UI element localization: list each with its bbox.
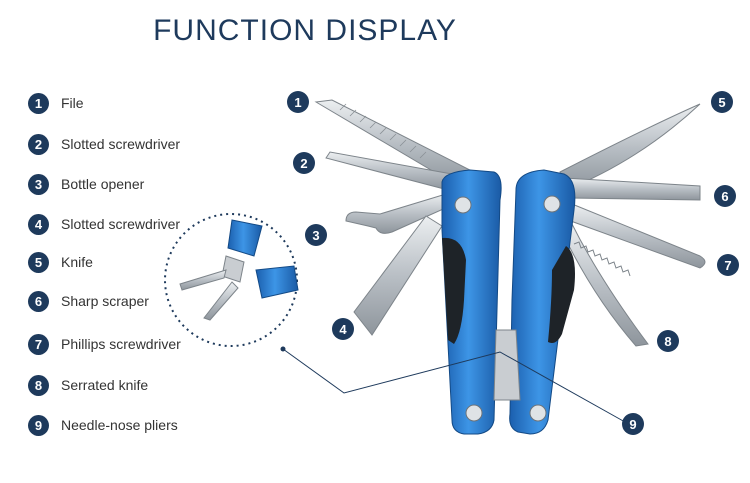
number-badge-icon: 6 bbox=[714, 185, 736, 207]
legend-item-sharp-scraper: 6 Sharp scraper bbox=[28, 289, 149, 313]
legend-item-file: 1 File bbox=[28, 91, 84, 115]
number-badge-icon: 5 bbox=[28, 251, 49, 273]
legend-item-slotted-screwdriver: 2 Slotted screwdriver bbox=[28, 132, 180, 156]
right-handle bbox=[509, 169, 576, 435]
number-badge-icon: 5 bbox=[711, 91, 733, 113]
knife-blade bbox=[559, 103, 701, 191]
callout-5: 5 bbox=[711, 91, 733, 113]
slotted-screwdriver-blade-2 bbox=[353, 215, 443, 336]
legend-label: Serrated knife bbox=[61, 377, 149, 393]
callout-3: 3 bbox=[305, 224, 327, 246]
leader-line bbox=[282, 348, 626, 423]
serrated-knife-blade bbox=[565, 222, 649, 347]
callout-6: 6 bbox=[714, 185, 736, 207]
legend-label: Needle-nose pliers bbox=[61, 417, 178, 433]
pliers-inset-illustration bbox=[164, 213, 299, 347]
legend-item-bottle-opener: 3 Bottle opener bbox=[28, 172, 144, 196]
phillips-screwdriver-blade bbox=[567, 203, 706, 269]
number-badge-icon: 2 bbox=[28, 133, 49, 155]
number-badge-icon: 2 bbox=[293, 152, 315, 174]
sharp-scraper-blade bbox=[563, 177, 701, 201]
callout-9: 9 bbox=[622, 413, 644, 435]
slotted-screwdriver-blade bbox=[325, 151, 453, 191]
callout-1: 1 bbox=[287, 91, 309, 113]
callout-2: 2 bbox=[293, 152, 315, 174]
number-badge-icon: 4 bbox=[28, 213, 49, 235]
legend-label: Sharp scraper bbox=[61, 293, 149, 309]
number-badge-icon: 3 bbox=[28, 173, 49, 195]
number-badge-icon: 8 bbox=[28, 374, 49, 396]
callout-7: 7 bbox=[717, 254, 739, 276]
number-badge-icon: 9 bbox=[28, 414, 49, 436]
number-badge-icon: 6 bbox=[28, 290, 49, 312]
number-badge-icon: 7 bbox=[28, 333, 49, 355]
page-title: FUNCTION DISPLAY bbox=[153, 14, 457, 47]
legend-label: Phillips screwdriver bbox=[61, 336, 181, 352]
file-blade bbox=[314, 99, 471, 187]
number-badge-icon: 1 bbox=[28, 92, 49, 114]
number-badge-icon: 7 bbox=[717, 254, 739, 276]
callout-8: 8 bbox=[657, 330, 679, 352]
number-badge-icon: 8 bbox=[657, 330, 679, 352]
leader-dot bbox=[280, 346, 286, 352]
legend-item-needle-nose-pliers: 9 Needle-nose pliers bbox=[28, 413, 178, 437]
bottle-opener-blade bbox=[345, 193, 451, 234]
number-badge-icon: 4 bbox=[332, 318, 354, 340]
legend-label: File bbox=[61, 95, 84, 111]
number-badge-icon: 1 bbox=[287, 91, 309, 113]
legend-item-serrated-knife: 8 Serrated knife bbox=[28, 373, 148, 397]
number-badge-icon: 3 bbox=[305, 224, 327, 246]
callout-4: 4 bbox=[332, 318, 354, 340]
left-handle bbox=[441, 169, 502, 435]
number-badge-icon: 9 bbox=[622, 413, 644, 435]
legend-item-phillips-screwdriver: 7 Phillips screwdriver bbox=[28, 332, 181, 356]
legend-item-knife: 5 Knife bbox=[28, 250, 93, 274]
pliers-hinge bbox=[493, 329, 521, 401]
legend-label: Slotted screwdriver bbox=[61, 216, 181, 232]
legend-label: Knife bbox=[61, 254, 93, 270]
legend-item-slotted-screwdriver-2: 4 Slotted screwdriver bbox=[28, 212, 180, 236]
legend-label: Bottle opener bbox=[61, 176, 145, 192]
legend-label: Slotted screwdriver bbox=[61, 136, 181, 152]
